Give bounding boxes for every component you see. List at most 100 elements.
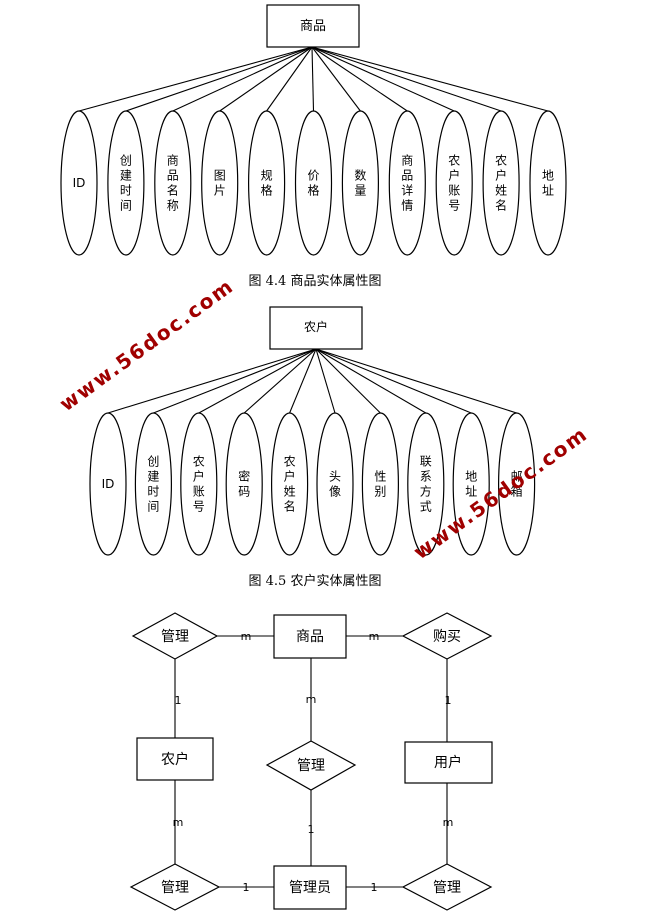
attribute-connector: [78, 46, 313, 112]
er-relation-manage-top-label: 管理: [161, 629, 189, 645]
attribute-ellipse: [482, 110, 520, 256]
farmer-attributes: ID 创建时间 农户账号 密码 农户姓名 头像 性别 联系方式 地址 邮箱: [89, 412, 536, 556]
attribute-label: 农户姓名: [284, 455, 296, 514]
er-relation-manage-mid: [265, 740, 357, 791]
card-goods-buy: m: [369, 630, 380, 643]
card-user-manage-br: m: [443, 816, 454, 829]
farmer-entity-box: [269, 306, 363, 350]
er-relation-manage-top: [131, 612, 219, 660]
attribute-connector: [315, 348, 472, 414]
attribute-connector: [311, 46, 455, 112]
er-relation-manage-mid-label: 管理: [297, 758, 325, 774]
attribute-label: 数量: [354, 168, 366, 198]
attribute-ellipse: [271, 412, 309, 556]
er-entity-farmer: [136, 737, 214, 781]
attribute-connector: [311, 46, 315, 112]
attribute-label: 创建时间: [120, 154, 132, 213]
attribute-label: 地址: [465, 470, 477, 499]
attribute-connector: [243, 348, 317, 414]
attribute-connector: [315, 348, 336, 414]
attribute-label: 密码: [238, 469, 250, 499]
attribute-label: 图片: [214, 169, 226, 198]
attribute-connector: [125, 46, 313, 112]
attribute-connector: [289, 348, 317, 414]
attribute-ellipse: [452, 412, 490, 556]
attribute-label: 创建时间: [147, 455, 159, 514]
attribute-label: ID: [73, 176, 86, 190]
attribute-ellipse: [154, 110, 192, 256]
er-entity-farmer-label: 农户: [161, 751, 189, 768]
attribute-ellipse: [225, 412, 263, 556]
attribute-connector: [311, 46, 502, 112]
er-entity-user-label: 用户: [434, 754, 462, 771]
attribute-label: 农户账号: [448, 154, 460, 213]
er-relation-buy-label: 购买: [433, 629, 461, 645]
attribute-ellipse: [201, 110, 239, 256]
attribute-connector: [172, 46, 313, 112]
attribute-connector: [311, 46, 549, 112]
attribute-connector: [153, 348, 317, 414]
attribute-connector: [311, 46, 361, 112]
er-relation-manage-bl-label: 管理: [161, 880, 189, 896]
card-goods-manage-mid: m: [306, 693, 317, 706]
attribute-connector: [198, 348, 317, 414]
farmer-entity-label: 农户: [304, 319, 328, 334]
attribute-ellipse: [180, 412, 218, 556]
attribute-ellipse: [341, 110, 379, 256]
attribute-ellipse: [89, 412, 127, 556]
card-admin-manage-br: 1: [371, 881, 378, 894]
figure-caption-4-4: 图 4.4 商品实体属性图: [249, 274, 382, 289]
attribute-label: 头像: [329, 470, 341, 499]
farmer-attribute-connectors: [107, 348, 517, 414]
figure-caption-4-5: 图 4.5 农户实体属性图: [249, 573, 382, 589]
er-relation-buy: [401, 612, 493, 660]
attribute-label: ID: [102, 477, 115, 491]
attribute-ellipse: [529, 110, 567, 256]
attribute-connector: [311, 46, 408, 112]
attribute-connector: [219, 46, 313, 112]
attribute-ellipse: [134, 412, 172, 556]
goods-attribute-connectors: [78, 46, 549, 112]
attribute-label: 商品详情: [401, 153, 413, 213]
attribute-label: 商品名称: [167, 153, 179, 213]
attribute-ellipse: [361, 412, 399, 556]
er-entity-admin: [273, 865, 347, 910]
attribute-ellipse: [107, 110, 145, 256]
attribute-label: 规格: [261, 168, 273, 198]
attribute-connector: [266, 46, 313, 112]
attribute-ellipse: [248, 110, 286, 256]
attribute-label: 联系方式: [420, 455, 432, 514]
card-manage-goods: m: [241, 630, 252, 643]
er-entity-goods-label: 商品: [296, 629, 324, 645]
er-relation-manage-bl: [129, 863, 221, 911]
attribute-ellipse: [60, 110, 98, 256]
attribute-ellipse: [316, 412, 354, 556]
attribute-connector: [315, 348, 381, 414]
attribute-ellipse: [407, 412, 445, 556]
attribute-label: 地址: [542, 169, 554, 198]
attribute-label: 价格: [307, 169, 319, 198]
er-entity-admin-label: 管理员: [289, 880, 331, 896]
card-manage-mid-admin: 1: [308, 823, 315, 836]
card-farmer-manage-bl: m: [173, 816, 184, 829]
card-buy-user: 1: [445, 694, 452, 707]
er-relation-manage-br-label: 管理: [433, 880, 461, 896]
attribute-label: 邮箱: [511, 470, 523, 499]
er-relation-manage-br: [401, 863, 493, 911]
attribute-connector: [315, 348, 517, 414]
er-entity-user: [404, 741, 493, 784]
card-manage-bl-admin: 1: [243, 881, 250, 894]
goods-entity-box: [266, 4, 360, 48]
goods-attributes: ID 创建时间 商品名称 图片 规格 价格 数量 商品详情 农户账号 农户姓名 地址: [60, 110, 567, 256]
attribute-connector: [315, 348, 427, 414]
er-entity-goods: [273, 614, 347, 659]
attribute-ellipse: [497, 412, 536, 556]
attribute-ellipse: [435, 110, 473, 256]
attribute-label: 农户姓名: [495, 154, 507, 213]
attribute-label: 农户账号: [193, 455, 205, 514]
attribute-connector: [107, 348, 317, 414]
watermark-left: www.56doc.com: [55, 273, 239, 416]
attribute-label: 性别: [374, 470, 386, 499]
attribute-ellipse: [294, 110, 333, 256]
